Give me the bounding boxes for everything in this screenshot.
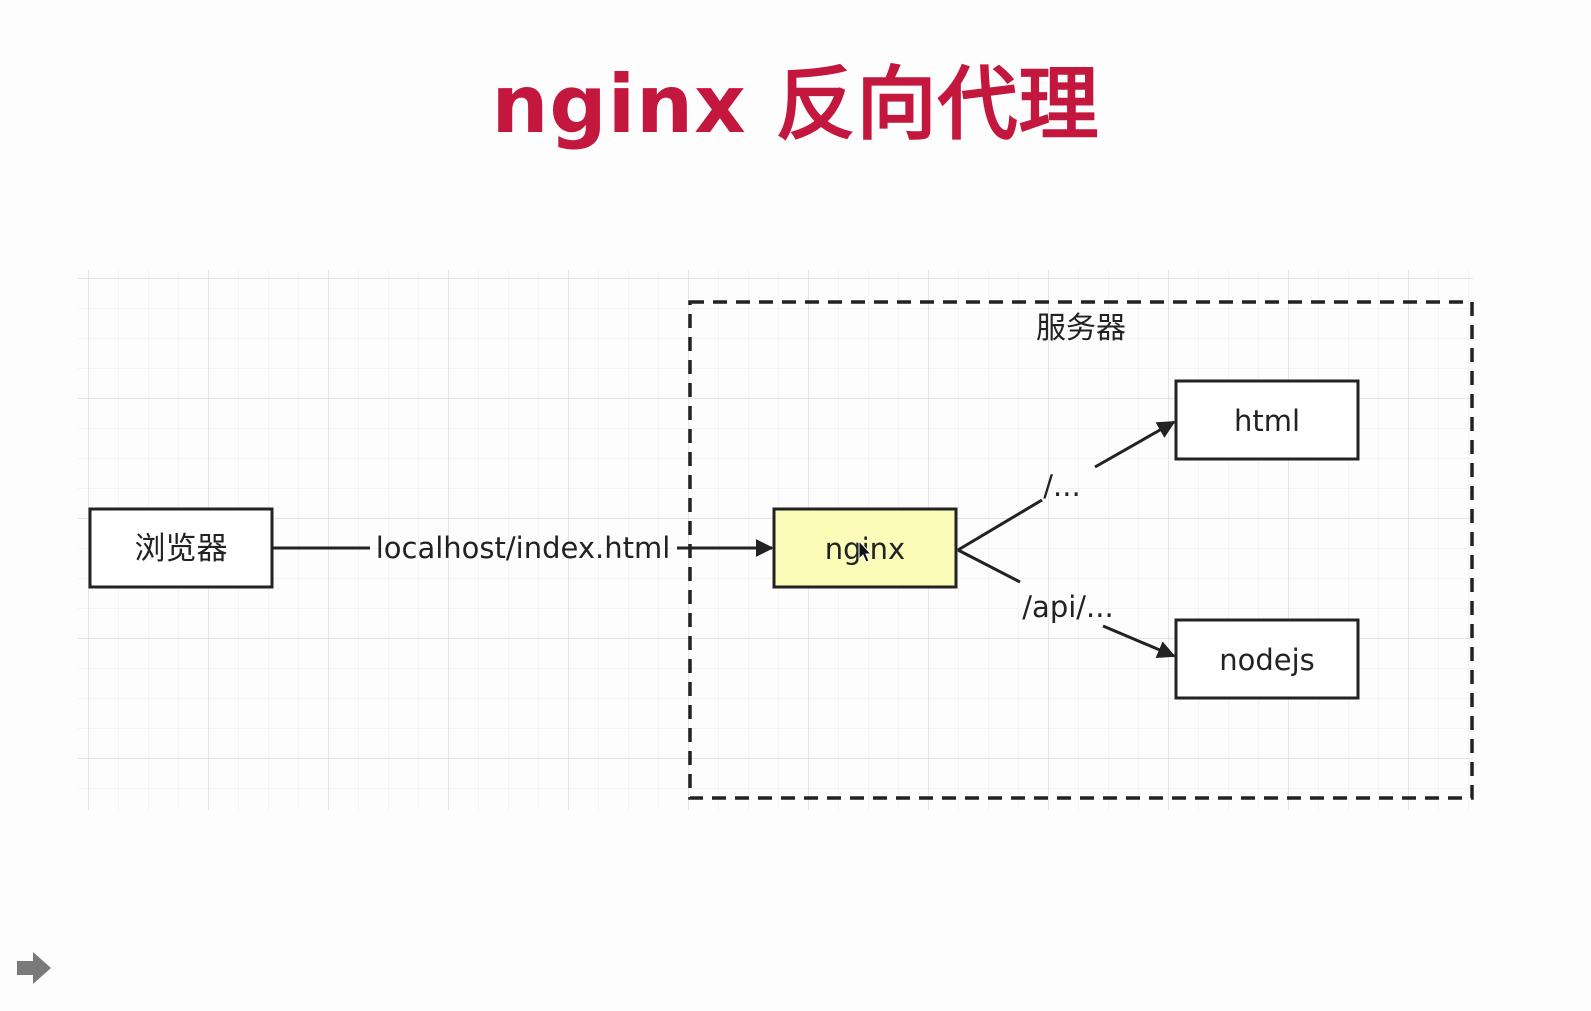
- nodejs-target-label: nodejs: [1219, 643, 1315, 677]
- route-root-line-lower: [957, 498, 1043, 552]
- route-root-line-upper: [1094, 420, 1176, 469]
- mouse-cursor-icon: [858, 539, 873, 563]
- route-api-line-lower: [1102, 624, 1176, 658]
- route-api-line-upper: [957, 548, 1021, 584]
- arrow-right-icon: [17, 952, 51, 984]
- route-api-label: /api/...: [1022, 590, 1113, 624]
- html-target-node: [1174, 379, 1360, 461]
- server-group-label: 服务器: [1036, 311, 1126, 346]
- html-target-label: html: [1234, 404, 1300, 438]
- nodejs-target-node: [1174, 618, 1360, 700]
- browser-node-label: 浏览器: [135, 531, 228, 567]
- next-slide-button[interactable]: [14, 948, 54, 988]
- server-group-box: [688, 300, 1474, 800]
- request-label: localhost/index.html: [376, 531, 671, 565]
- route-root-label: /...: [1043, 469, 1080, 503]
- slide-title: nginx 反向代理: [491, 58, 1100, 151]
